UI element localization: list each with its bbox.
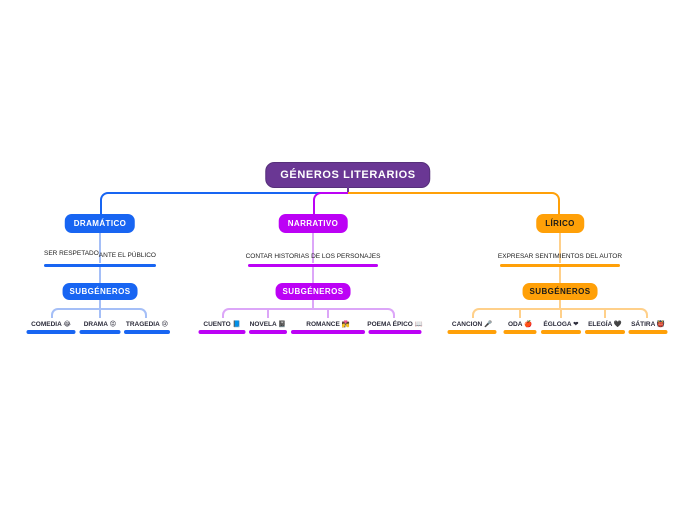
description-underline-dramatico [44, 264, 156, 267]
bracket-drop-egloga [560, 308, 562, 318]
leaf-bar-novela [249, 330, 287, 334]
branch-node-dramatico[interactable]: DRAMÁTICO [64, 214, 136, 233]
description-dramatico[interactable]: SER RESPETADOANTE EL PÚBLICO [44, 250, 156, 259]
leaf-poema-epico[interactable]: POEMA ÉPICO 📖 [367, 321, 423, 328]
connector-root-narrativo [313, 192, 348, 214]
root-node[interactable]: GÉNEROS LITERARIOS [265, 162, 431, 188]
leaf-comedia[interactable]: COMEDIA 😂 [31, 321, 71, 328]
bracket-drop-oda [519, 308, 521, 318]
leaf-satira[interactable]: SÁTIRA 👹 [631, 321, 665, 328]
leaf-bar-satira [628, 330, 668, 334]
leaf-bar-romance [291, 330, 365, 334]
leaf-bar-oda [503, 330, 537, 334]
connector-root-lirico [348, 192, 560, 214]
description-lirico[interactable]: EXPRESAR SENTIMIENTOS DEL AUTOR [497, 253, 623, 260]
leaf-tragedia[interactable]: TRAGEDIA 😢 [125, 321, 169, 328]
leaf-bar-cancion [447, 330, 497, 334]
connector-dramatico-subgenres [99, 267, 101, 283]
connector-lirico-subgenres [559, 267, 561, 283]
connector-narrativo-subgenres [312, 267, 314, 283]
leaf-novela[interactable]: NOVELA 📓 [249, 321, 287, 328]
leaf-bar-cuento [198, 330, 246, 334]
subgenres-node-lirico[interactable]: SUBGÉNEROS [522, 283, 598, 300]
leaf-bar-drama [79, 330, 121, 334]
branch-node-narrativo[interactable]: NARRATIVO [278, 214, 348, 233]
bracket-narrativo [222, 308, 395, 318]
leaf-oda[interactable]: ODA 🍎 [507, 321, 533, 328]
leaf-bar-comedia [26, 330, 76, 334]
leaf-drama[interactable]: DRAMA 😡 [83, 321, 117, 328]
bracket-drop-romance [327, 308, 329, 318]
leaf-romance[interactable]: ROMANCE 👩‍❤️‍💋‍👨 [306, 321, 350, 328]
description-dramatico-part2: ANTE EL PÚBLICO [98, 252, 156, 259]
bracket-drop-drama [99, 308, 101, 318]
description-narrativo[interactable]: CONTAR HISTORIAS DE LOS PERSONAJES [245, 253, 381, 260]
connector-root-dramatico [100, 192, 348, 214]
subgenres-node-dramatico[interactable]: SUBGÉNEROS [62, 283, 138, 300]
root-trunk-connector [347, 187, 349, 194]
bracket-drop-novela [267, 308, 269, 318]
description-underline-narrativo [248, 264, 378, 267]
leaf-bar-poema-epico [368, 330, 422, 334]
leaf-cuento[interactable]: CUENTO 📘 [203, 321, 241, 328]
subgenres-node-narrativo[interactable]: SUBGÉNEROS [275, 283, 351, 300]
bracket-drop-elegia [604, 308, 606, 318]
connector-lirico-description [559, 233, 561, 263]
leaf-bar-egloga [541, 330, 581, 334]
leaf-bar-tragedia [124, 330, 170, 334]
stub-lirico [559, 300, 561, 308]
leaf-egloga[interactable]: ÉGLOGA ❤ [543, 321, 579, 328]
leaf-bar-elegia [585, 330, 625, 334]
leaf-cancion[interactable]: CANCION 🎤 [451, 321, 493, 328]
stub-narrativo [312, 300, 314, 308]
description-underline-lirico [500, 264, 620, 267]
branch-node-lirico[interactable]: LÍRICO [536, 214, 584, 233]
connector-narrativo-description [312, 233, 314, 263]
leaf-elegia[interactable]: ELEGÍA 🖤 [588, 321, 622, 328]
connector-dramatico-description [99, 233, 101, 263]
stub-dramatico [99, 300, 101, 308]
description-dramatico-part1: SER RESPETADO [44, 250, 99, 257]
